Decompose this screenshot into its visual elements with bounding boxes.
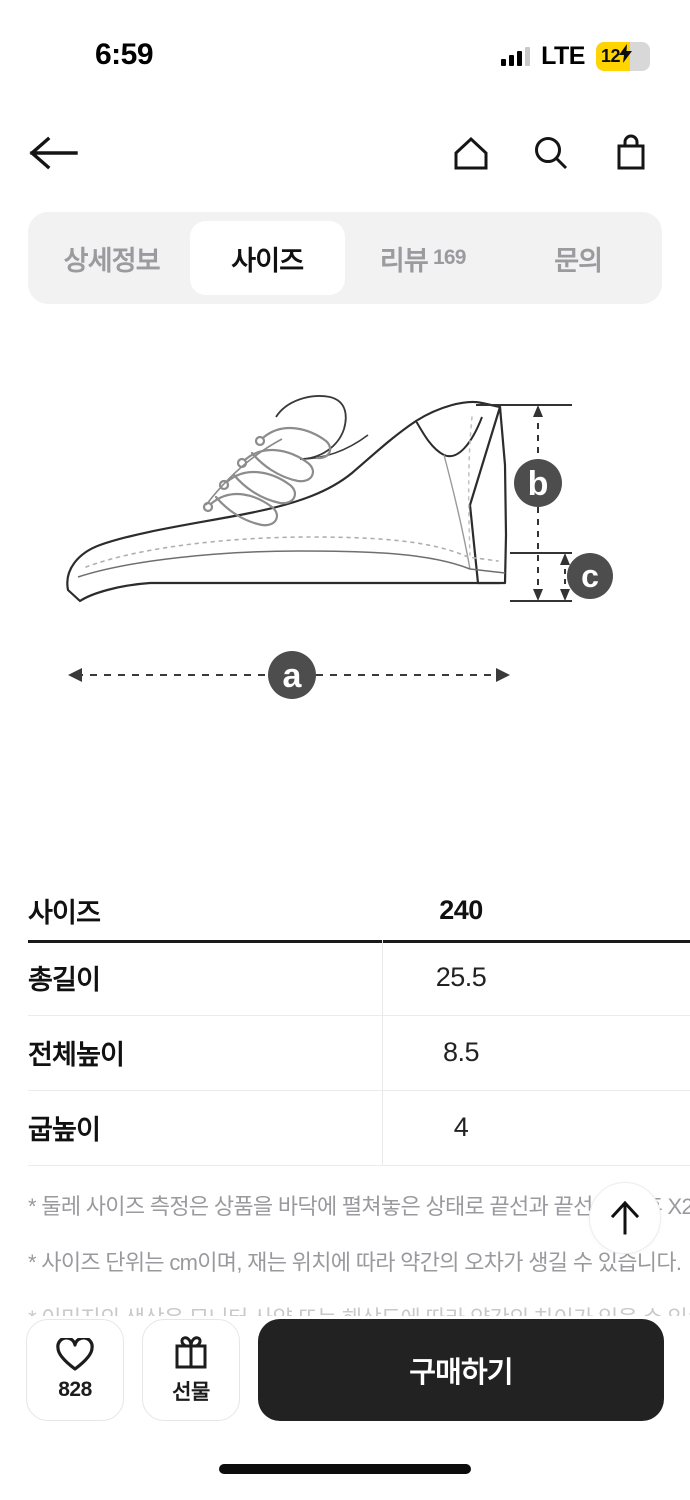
tab-inquiry[interactable]: 문의 (501, 221, 657, 295)
table-column-divider (382, 1090, 383, 1165)
c-dimension-arrow (560, 553, 570, 601)
size-table: 사이즈 240 총길이 25.5 전체높이 8.5 굽높이 4 (0, 880, 690, 1167)
row-label: 전체높이 (28, 1040, 125, 1070)
charging-bolt-icon (619, 44, 633, 68)
row-divider (28, 1015, 690, 1016)
search-button[interactable] (530, 132, 572, 174)
note-line: * 둘레 사이즈 측정은 상품을 바닥에 펼쳐놓은 상태로 끝선과 끝선을 잴 … (28, 1194, 690, 1219)
shoe-laces (202, 427, 332, 527)
tab-reviews[interactable]: 리뷰 169 (345, 221, 501, 295)
signal-bars-icon (501, 46, 531, 66)
gift-label: 선물 (172, 1381, 210, 1404)
back-arrow-icon (29, 136, 78, 170)
search-icon (535, 137, 568, 170)
table-row: 총길이 25.5 (0, 940, 690, 1015)
b-dimension-arrow (533, 405, 543, 601)
svg-text:c: c (581, 558, 599, 594)
status-indicators: LTE 12 (501, 41, 650, 71)
tab-details[interactable]: 상세정보 (34, 221, 190, 295)
table-column-divider (382, 940, 383, 1015)
a-dimension-arrow (68, 668, 510, 682)
row-divider (28, 1090, 690, 1091)
tab-label: 리뷰 (379, 245, 429, 276)
shopping-bag-button[interactable] (610, 132, 652, 174)
row-value: 25.5 (435, 962, 487, 992)
top-navigation-bar (0, 118, 690, 188)
row-divider (28, 1165, 690, 1166)
status-time: 6:59 (95, 38, 154, 71)
gift-button[interactable]: 선물 (142, 1319, 240, 1421)
shoe-measurement-figure: b c a (0, 355, 690, 715)
battery-icon: 12 (596, 41, 650, 71)
home-icon (454, 136, 488, 170)
table-header-label: 사이즈 (28, 897, 101, 928)
marker-a: a (268, 651, 316, 699)
like-button[interactable]: 828 (26, 1319, 124, 1421)
status-bar: 6:59 LTE 12 (0, 0, 690, 100)
tab-size[interactable]: 사이즈 (189, 221, 345, 295)
arrow-up-icon (610, 1200, 640, 1235)
note-line: * 사이즈 단위는 cm이며, 재는 위치에 따라 약간의 오차가 생길 수 있… (28, 1250, 682, 1275)
row-label: 총길이 (28, 965, 101, 995)
marker-c: c (567, 553, 613, 599)
home-button[interactable] (450, 132, 492, 174)
battery-percent: 12 (601, 45, 621, 66)
tab-label: 문의 (554, 245, 603, 276)
table-header-value: 240 (439, 894, 483, 925)
table-header-row: 사이즈 240 (0, 880, 690, 940)
row-value: 4 (453, 1112, 469, 1142)
tab-label: 사이즈 (231, 245, 304, 276)
marker-b: b (514, 459, 562, 507)
nav-actions (450, 132, 664, 174)
network-label: LTE (541, 41, 585, 70)
back-button[interactable] (26, 123, 86, 183)
home-indicator (219, 1464, 471, 1474)
heart-icon (56, 1338, 94, 1371)
svg-text:a: a (283, 657, 303, 695)
table-row: 굽높이 4 (0, 1090, 690, 1165)
svg-text:b: b (528, 465, 549, 503)
tab-review-count: 169 (432, 246, 466, 269)
gift-icon (175, 1336, 207, 1369)
shoe-diagram-svg: b c a (66, 395, 613, 699)
buy-button[interactable]: 구매하기 (258, 1319, 664, 1421)
table-row: 전체높이 8.5 (0, 1015, 690, 1090)
section-tab-bar: 상세정보 사이즈 리뷰 169 문의 (28, 212, 662, 304)
bottom-action-bar: 828 선물 구매하기 (0, 1316, 690, 1424)
table-bottom-row (0, 1165, 690, 1167)
table-column-divider (382, 1015, 383, 1090)
shopping-bag-icon (617, 134, 645, 170)
like-count: 828 (58, 1378, 92, 1401)
row-value: 8.5 (442, 1037, 480, 1067)
scroll-to-top-button[interactable] (589, 1182, 661, 1254)
tab-label: 상세정보 (63, 245, 161, 276)
row-label: 굽높이 (28, 1115, 101, 1145)
table-top-border (28, 940, 690, 943)
